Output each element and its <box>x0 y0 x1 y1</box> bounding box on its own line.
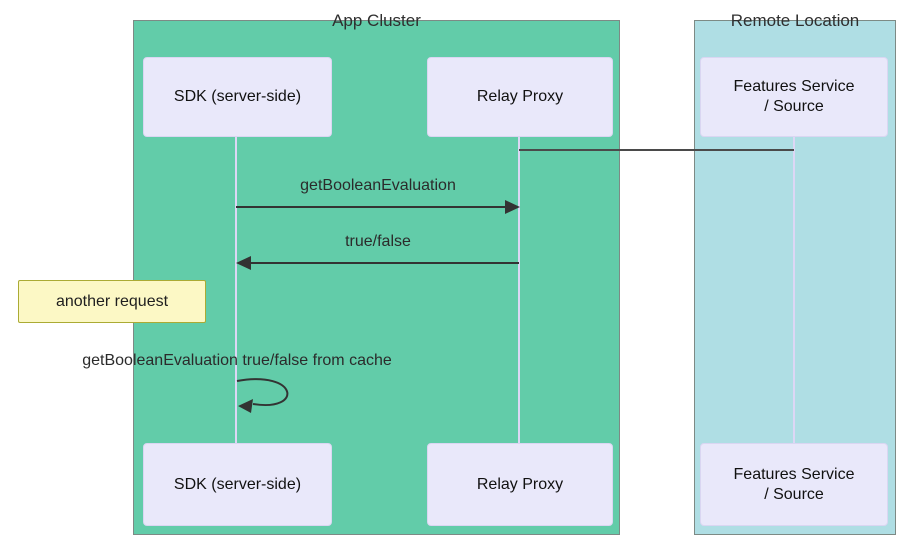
participant-features-top-label-line2: / Source <box>764 98 824 115</box>
note-label: another request <box>55 292 169 310</box>
message-label-truefalse: true/false <box>345 233 411 250</box>
participant-features-top-label-line1: Features Service <box>733 78 855 95</box>
participant-sdk-bottom: SDK (server-side) <box>143 443 332 526</box>
remote-location-label: Remote Location <box>730 11 860 30</box>
participant-relay-top: Relay Proxy <box>427 57 613 137</box>
message-label-getbooleanevaluation: getBooleanEvaluation <box>300 177 456 194</box>
lifeline-relay <box>518 136 520 443</box>
lifeline-features <box>793 136 795 443</box>
participant-features-bottom-label-line1: Features Service <box>733 465 855 483</box>
participant-relay-top-label: Relay Proxy <box>476 88 564 105</box>
participant-relay-bottom-label: Relay Proxy <box>476 475 564 493</box>
participant-sdk-top: SDK (server-side) <box>143 57 332 137</box>
message-label-from-cache: getBooleanEvaluation true/false from cac… <box>82 352 392 369</box>
participant-sdk-top-label: SDK (server-side) <box>173 88 302 105</box>
participant-sdk-bottom-label: SDK (server-side) <box>173 475 302 493</box>
participant-features-bottom-label-line2: / Source <box>764 485 824 503</box>
participant-features-top: Features Service / Source <box>700 57 888 137</box>
note-another-request: another request <box>18 280 206 323</box>
participant-relay-bottom: Relay Proxy <box>427 443 613 526</box>
app-cluster-label: App Cluster <box>332 11 421 30</box>
lifeline-sdk <box>235 136 237 443</box>
participant-features-bottom: Features Service / Source <box>700 443 888 526</box>
